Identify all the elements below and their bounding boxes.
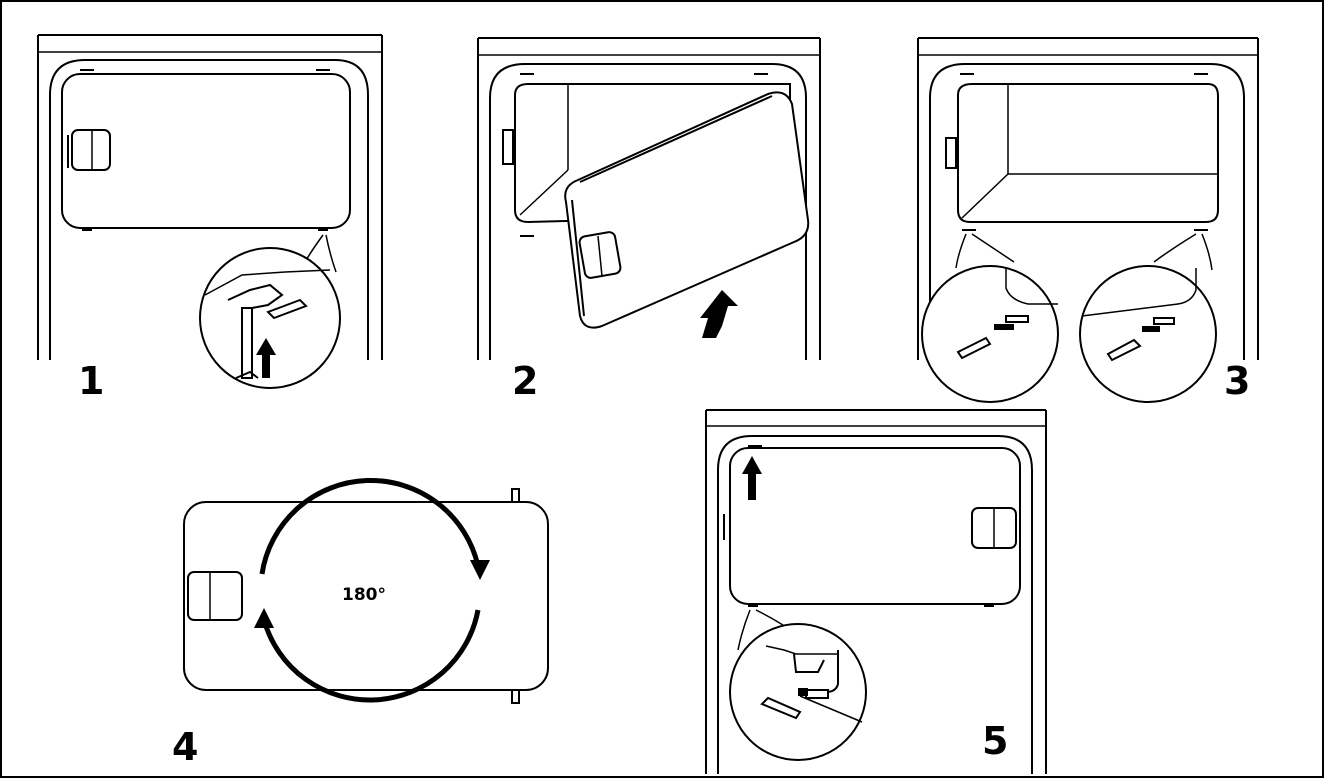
step-4-panel: 180° 4 — [172, 477, 549, 769]
step-5-hinge-detail — [729, 609, 867, 761]
step-3-cabinet — [917, 37, 1259, 360]
step-2-down-arrow-icon — [700, 290, 738, 338]
step-3-number: 3 — [1224, 359, 1250, 403]
rotate-arrow-down-icon — [470, 560, 490, 580]
step-5-panel: 5 — [705, 409, 1047, 774]
step-2-number: 2 — [512, 359, 538, 403]
step-4-rotation-arrows — [254, 477, 490, 703]
step-5-up-arrow-icon — [742, 456, 762, 500]
step-3-left-hinge-detail — [921, 233, 1059, 403]
step-4-rotation-label: 180° — [342, 585, 386, 605]
step-2-cabinet — [477, 37, 821, 360]
step-1-door — [61, 73, 351, 231]
step-4-number: 4 — [172, 725, 198, 769]
step-1-number: 1 — [78, 359, 104, 403]
step-1-cabinet — [37, 34, 383, 360]
step-1-panel: 1 — [37, 34, 383, 403]
step-5-number: 5 — [982, 719, 1008, 763]
step-5-cabinet — [705, 409, 1047, 774]
step-2-door — [564, 91, 810, 329]
step-3-panel: 3 — [917, 37, 1259, 403]
step-2-panel: 2 — [477, 37, 821, 403]
step-3-right-hinge-detail — [1079, 233, 1217, 403]
rotate-arrow-up-icon — [254, 608, 274, 628]
step-5-door — [723, 447, 1021, 607]
step-1-hinge-detail — [199, 234, 341, 389]
